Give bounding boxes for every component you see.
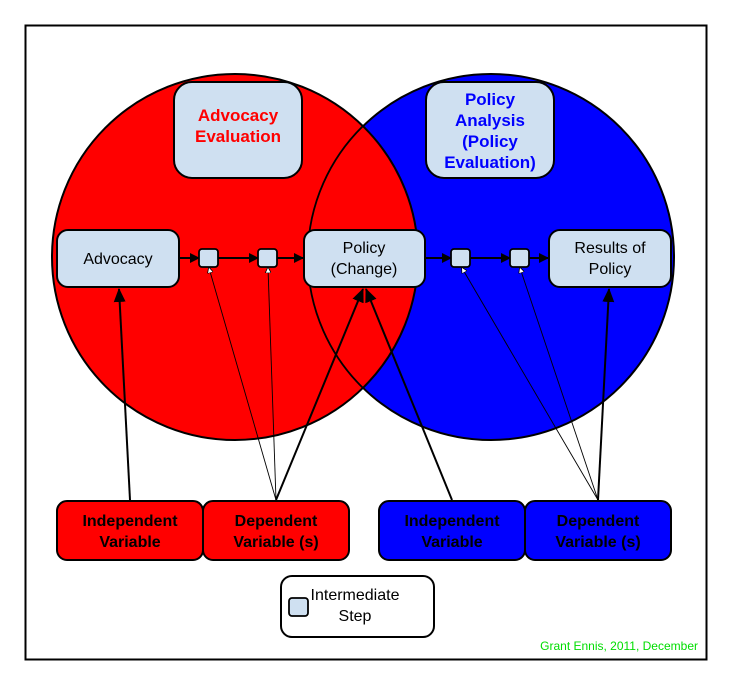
node-results-of-policy: Results of Policy (548, 229, 672, 288)
arrow-adv-independent-to-advocacy (113, 288, 131, 501)
arrow-adv-dependent-to-step1 (209, 268, 277, 501)
author-credit: Grant Ennis, 2011, December (540, 639, 698, 653)
results-line: Results of (574, 240, 646, 257)
arrow-pol-dependent-to-step4 (520, 268, 599, 501)
policy-change-line: (Change) (331, 261, 398, 278)
legend-line: Intermediate (311, 587, 400, 604)
variable-arrows (113, 268, 615, 501)
adv-ind-line: Independent (82, 513, 178, 530)
node-advocacy: Advocacy (56, 229, 180, 288)
intermediate-step-4 (509, 248, 530, 268)
pol-ind-line: Variable (421, 534, 482, 551)
pol-title-line: Analysis (455, 111, 525, 130)
node-advocacy-label: Advocacy (83, 251, 152, 268)
arrow-pol-dependent-to-step3 (462, 268, 599, 501)
results-line: Policy (589, 261, 632, 278)
legend-box (280, 575, 435, 638)
pol-title-line: (Policy (462, 132, 518, 151)
node-results-of-policy-label: Results of Policy (574, 240, 646, 278)
arrow-adv-dependent-to-step2 (268, 268, 277, 501)
pol-dep-line: Dependent (557, 513, 640, 530)
adv-title-line: Evaluation (195, 127, 281, 146)
policy-change-line: Policy (343, 240, 386, 257)
arrow-pol-dependent-to-results (597, 288, 615, 501)
pol-title-line: Evaluation) (444, 153, 536, 172)
advocacy-line: Advocacy (83, 251, 152, 268)
pol-title-line: Policy (465, 90, 516, 109)
pol-dep-line: Variable (s) (555, 534, 640, 551)
adv-dep-line: Variable (s) (233, 534, 318, 551)
adv-ind-line: Variable (99, 534, 160, 551)
node-policy-change-label: Policy (Change) (331, 240, 398, 278)
legend-line: Step (339, 608, 372, 625)
intermediate-step-1 (198, 248, 219, 268)
intermediate-step-3 (450, 248, 471, 268)
arrow-pol-independent-to-policy (365, 288, 453, 501)
intermediate-step-square-icon (288, 597, 309, 617)
adv-dep-line: Dependent (235, 513, 318, 530)
intermediate-step-2 (257, 248, 278, 268)
node-policy-change: Policy (Change) (303, 229, 426, 288)
pol-ind-line: Independent (404, 513, 500, 530)
adv-title-line: Advocacy (198, 106, 279, 125)
arrow-adv-dependent-to-policy (275, 288, 364, 501)
